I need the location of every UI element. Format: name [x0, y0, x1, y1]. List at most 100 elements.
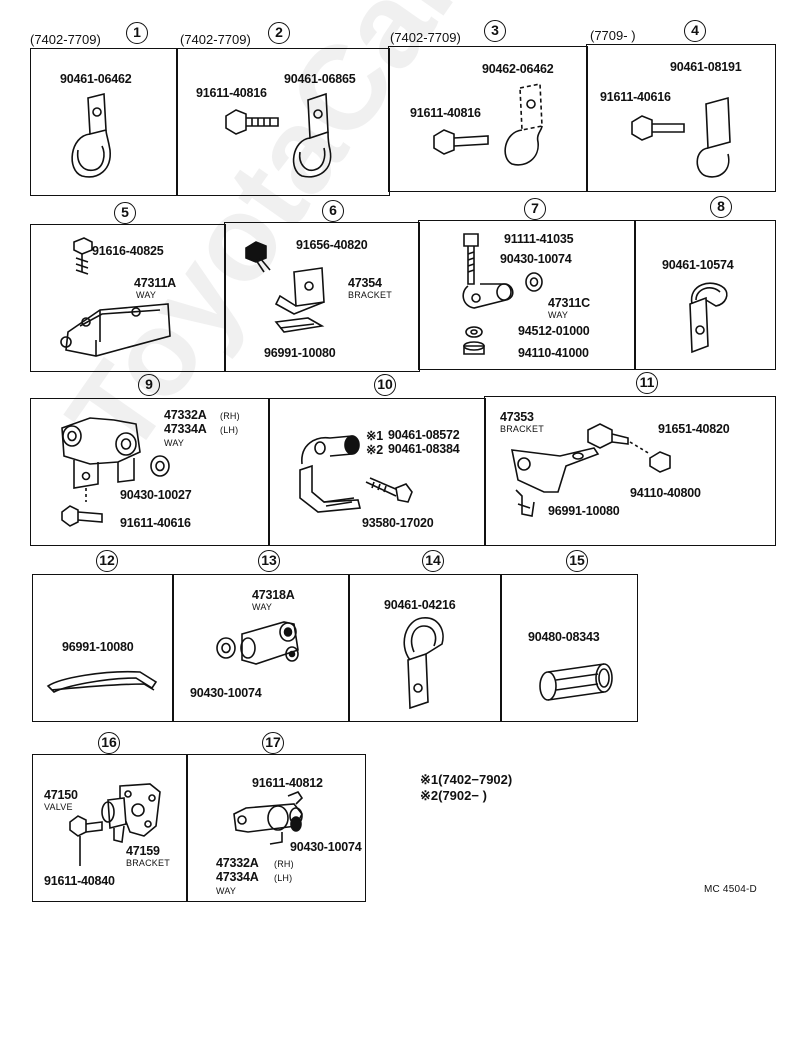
note-line: ※2(7902− )	[420, 788, 487, 803]
panel-12	[32, 574, 174, 722]
marker: ※2	[366, 443, 384, 457]
callout-number: 6	[322, 200, 344, 222]
callout-number: 9	[138, 374, 160, 396]
part-number: 90461-10574	[662, 258, 734, 272]
callout-number: 7	[524, 198, 546, 220]
part-number: 90430-10027	[120, 488, 192, 502]
date-label: (7402-7709)	[390, 30, 461, 45]
part-number: 47353	[500, 410, 534, 424]
panel-16	[32, 754, 188, 902]
bracket-drawing	[245, 241, 325, 333]
part-description: (RH)	[220, 411, 240, 421]
sleeve-drawing	[539, 663, 613, 701]
part-number: 47332A	[216, 856, 259, 870]
part-description: (LH)	[274, 873, 293, 883]
callout-number: 17	[262, 732, 284, 754]
part-description: (RH)	[274, 859, 294, 869]
panel-1	[30, 48, 178, 196]
clamp-drawing	[689, 282, 728, 354]
way-fitting-drawing	[233, 791, 304, 845]
callout-number: 2	[268, 22, 290, 44]
part-number: 91611-40816	[196, 86, 267, 100]
part-number: 47311C	[548, 296, 590, 310]
part-number: 91611-40616	[600, 90, 671, 104]
callout-number: 12	[96, 550, 118, 572]
clamp-bolt-drawing	[631, 96, 731, 178]
way-block-drawing	[60, 237, 171, 357]
part-description: WAY	[548, 310, 569, 320]
panel-10	[268, 398, 486, 546]
part-number: 91656-40820	[296, 238, 368, 252]
panel-9	[30, 398, 270, 546]
part-number: 94110-41000	[518, 346, 589, 360]
part-number: 47334A	[164, 422, 207, 436]
callout-number: 15	[566, 550, 588, 572]
part-number: 91611-40840	[44, 874, 115, 888]
part-number: 47150	[44, 788, 78, 802]
part-number: 91616-40825	[92, 244, 164, 258]
part-number: 47354	[348, 276, 382, 290]
part-number: 94110-40800	[630, 486, 701, 500]
part-number: 90430-10074	[500, 252, 572, 266]
part-number: 96991-10080	[62, 640, 134, 654]
part-number: 91611-40816	[410, 106, 481, 120]
callout-number: 16	[98, 732, 120, 754]
part-number: 94512-01000	[518, 324, 590, 338]
part-description: (LH)	[220, 425, 239, 435]
clamp-drawing	[71, 92, 111, 178]
part-number: 96991-10080	[548, 504, 620, 518]
date-label: (7402-7709)	[30, 32, 101, 47]
part-number: 91611-40616	[120, 516, 191, 530]
part-number: 91611-40812	[252, 776, 323, 790]
note-line: ※1(7402−7902)	[420, 772, 513, 787]
panel-5	[30, 224, 226, 372]
way-fitting-drawing	[216, 621, 299, 665]
part-description: WAY	[136, 290, 157, 300]
part-number: 47334A	[216, 870, 259, 884]
part-description: BRACKET	[500, 424, 544, 434]
part-number: 90430-10074	[290, 840, 362, 854]
part-description: WAY	[164, 438, 185, 448]
panel-15	[500, 574, 638, 722]
part-number: 47311A	[134, 276, 176, 290]
panel-17	[186, 754, 366, 902]
valve-bracket-drawing	[69, 783, 161, 866]
bolt-drawing	[225, 109, 279, 135]
part-number: 90461-08191	[670, 60, 742, 74]
panel-13	[172, 574, 350, 722]
part-number: 93580-17020	[362, 516, 434, 530]
callout-number: 5	[114, 202, 136, 224]
part-description: BRACKET	[348, 290, 392, 300]
part-number: 47159	[126, 844, 160, 858]
panel-2	[176, 48, 390, 196]
part-number: 90461-06865	[284, 72, 356, 86]
callout-number: 4	[684, 20, 706, 42]
clamp-drawing	[292, 92, 332, 178]
callout-number: 13	[258, 550, 280, 572]
part-number: 90461-08384	[388, 442, 460, 456]
way-fitting-drawing	[462, 233, 543, 355]
clip-drawing	[46, 670, 158, 693]
part-number: 90461-06462	[60, 72, 132, 86]
panel-3	[388, 46, 588, 192]
part-description: WAY	[216, 886, 237, 896]
part-description: BRACKET	[126, 858, 170, 868]
part-number: 90461-08572	[388, 428, 460, 442]
part-description: VALVE	[44, 802, 73, 812]
clamp-screw-drawing	[299, 435, 413, 513]
callout-number: 8	[710, 196, 732, 218]
callout-number: 1	[126, 22, 148, 44]
callout-number: 3	[484, 20, 506, 42]
diagram-code: MC 4504-D	[704, 884, 757, 895]
date-label: (7709- )	[590, 28, 636, 43]
panel-7	[418, 220, 636, 370]
callout-number: 10	[374, 374, 396, 396]
panel-11	[484, 396, 776, 546]
part-number: 90430-10074	[190, 686, 262, 700]
part-number: 91111-41035	[504, 232, 574, 246]
part-number: 47318A	[252, 588, 295, 602]
clamp-drawing	[403, 617, 444, 710]
panel-8	[634, 220, 776, 370]
part-number: 90480-08343	[528, 630, 600, 644]
part-number: 47332A	[164, 408, 207, 422]
